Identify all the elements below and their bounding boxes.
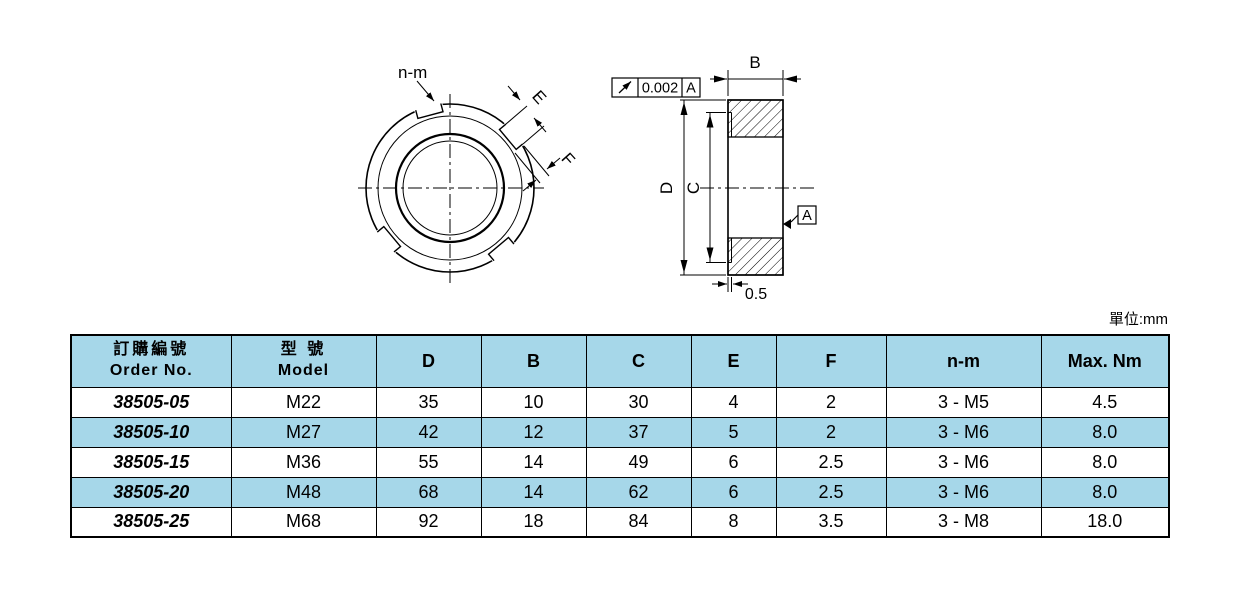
dim-c-label: C: [684, 182, 703, 194]
value-cell: 8.0: [1040, 416, 1170, 448]
value-cell: 8.0: [1040, 446, 1170, 478]
order-no-cell: 38505-05: [70, 386, 232, 418]
dim-recess-label: 0.5: [745, 286, 767, 303]
section-hatch-bottom: [727, 237, 784, 276]
value-cell: 3 - M6: [885, 416, 1042, 448]
front-view: [358, 80, 561, 284]
spec-table: 訂購編號 Order No. 型 號 Model D B C E F n-m M…: [70, 334, 1170, 538]
datum-a-label: A: [802, 208, 812, 224]
value-cell: 2.5: [775, 476, 887, 508]
tolerance-datum-label: A: [686, 81, 696, 97]
value-cell: 18.0: [1040, 506, 1170, 538]
model-cell: M36: [230, 446, 377, 478]
header-row: 訂購編號 Order No. 型 號 Model D B C E F n-m M…: [70, 334, 1170, 388]
header-nm: n-m: [885, 334, 1042, 388]
value-cell: 4: [690, 386, 777, 418]
slot-notch: [487, 236, 521, 268]
value-cell: 42: [375, 416, 482, 448]
datum-a-box: [783, 205, 817, 229]
dim-f-label: F: [558, 149, 579, 169]
header-order-no: 訂購編號 Order No.: [70, 334, 232, 388]
table-row: 38505-25 M68 92 18 84 8 3.5 3 - M8 18.0: [70, 506, 1170, 538]
header-model-en: Model: [277, 362, 330, 380]
value-cell: 18: [480, 506, 587, 538]
value-cell: 8: [690, 506, 777, 538]
order-no-cell: 38505-10: [70, 416, 232, 448]
value-cell: 3 - M5: [885, 386, 1042, 418]
dim-c-lines: [706, 112, 726, 263]
dim-e-lines: [505, 85, 547, 145]
model-cell: M48: [230, 476, 377, 508]
dim-e-label: E: [528, 87, 550, 108]
slot-count-label: n-m: [398, 63, 427, 82]
value-cell: 37: [585, 416, 692, 448]
order-no-cell: 38505-25: [70, 506, 232, 538]
header-c: C: [585, 334, 692, 388]
header-b: B: [480, 334, 587, 388]
table-row: 38505-10 M27 42 12 37 5 2 3 - M6 8.0: [70, 416, 1170, 448]
value-cell: 49: [585, 446, 692, 478]
runout-symbol-icon: [618, 81, 632, 94]
tolerance-frame: [611, 77, 701, 98]
technical-drawing: n-m E F: [358, 53, 817, 303]
value-cell: 35: [375, 386, 482, 418]
table-row: 38505-15 M36 55 14 49 6 2.5 3 - M6 8.0: [70, 446, 1170, 478]
dim-f-lines: [514, 145, 561, 192]
value-cell: 3 - M6: [885, 476, 1042, 508]
value-cell: 30: [585, 386, 692, 418]
value-cell: 68: [375, 476, 482, 508]
datum-triangle-icon: [783, 219, 791, 229]
value-cell: 14: [480, 446, 587, 478]
model-cell: M27: [230, 416, 377, 448]
order-no-cell: 38505-20: [70, 476, 232, 508]
value-cell: 62: [585, 476, 692, 508]
value-cell: 3 - M6: [885, 446, 1042, 478]
value-cell: 3 - M8: [885, 506, 1042, 538]
table-row: 38505-20 M48 68 14 62 6 2.5 3 - M6 8.0: [70, 476, 1170, 508]
model-cell: M22: [230, 386, 377, 418]
value-cell: 8.0: [1040, 476, 1170, 508]
header-model-zh: 型 號: [280, 341, 327, 359]
value-cell: 2: [775, 386, 887, 418]
header-model: 型 號 Model: [230, 334, 377, 388]
value-cell: 5: [690, 416, 777, 448]
nm-leader-line: [416, 80, 435, 102]
slot-notch: [498, 117, 530, 151]
value-cell: 12: [480, 416, 587, 448]
unit-label: 單位:mm: [1108, 311, 1168, 328]
header-f: F: [775, 334, 887, 388]
dim-d-label: D: [657, 182, 676, 194]
header-max-nm: Max. Nm: [1040, 334, 1170, 388]
value-cell: 6: [690, 446, 777, 478]
value-cell: 2.5: [775, 446, 887, 478]
value-cell: 6: [690, 476, 777, 508]
value-cell: 92: [375, 506, 482, 538]
header-d: D: [375, 334, 482, 388]
value-cell: 2: [775, 416, 887, 448]
value-cell: 55: [375, 446, 482, 478]
header-e: E: [690, 334, 777, 388]
dim-b-label: B: [749, 53, 760, 72]
dim-b-lines: [710, 70, 801, 96]
section-hatch-top: [727, 99, 784, 138]
value-cell: 4.5: [1040, 386, 1170, 418]
value-cell: 14: [480, 476, 587, 508]
tolerance-value-label: 0.002: [642, 81, 678, 97]
value-cell: 3.5: [775, 506, 887, 538]
header-order-no-en: Order No.: [109, 362, 193, 380]
header-order-no-zh: 訂購編號: [113, 341, 190, 359]
section-view: [611, 70, 817, 292]
table-row: 38505-05 M22 35 10 30 4 2 3 - M5 4.5: [70, 386, 1170, 418]
value-cell: 84: [585, 506, 692, 538]
order-no-cell: 38505-15: [70, 446, 232, 478]
model-cell: M68: [230, 506, 377, 538]
dim-recess-lines: [712, 277, 748, 292]
slot-notch: [412, 95, 444, 120]
slot-notch: [370, 225, 402, 259]
value-cell: 10: [480, 386, 587, 418]
dim-d-lines: [680, 99, 726, 276]
